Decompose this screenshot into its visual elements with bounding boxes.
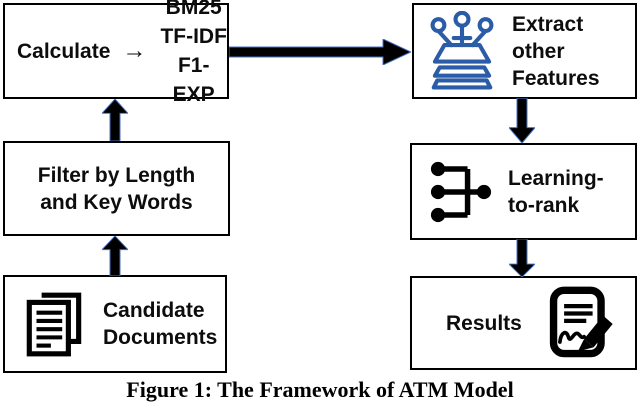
metric-f1exp: F1-EXP [172, 54, 215, 106]
filter-label: Filter by Length and Key Words [37, 163, 196, 214]
box-learning-to-rank: Learning- to-rank [410, 143, 637, 240]
candidate-label: Candidate Documents [103, 299, 218, 349]
arrow-calculate-to-extract [229, 39, 411, 65]
arrow-filter-to-calculate [102, 99, 128, 141]
extract-label: Extract other Features [512, 12, 600, 90]
feature-layers-icon [430, 11, 494, 90]
right-arrow-glyph: → [122, 37, 147, 64]
ltr-label: Learning- to-rank [508, 166, 604, 217]
calculate-label: Calculate [17, 39, 111, 63]
box-results: Results [410, 276, 637, 370]
arrow-candidate-to-filter [102, 236, 128, 276]
documents-icon [26, 292, 82, 357]
box-candidate-documents: Candidate Documents [3, 275, 227, 373]
metric-bm25: BM25 [165, 0, 222, 19]
figure-caption: Figure 1: The Framework of ATM Model [126, 377, 514, 402]
box-filter: Filter by Length and Key Words [3, 141, 230, 236]
arrow-ltr-to-results [509, 239, 535, 277]
results-label: Results [446, 311, 522, 335]
metric-tfidf: TF-IDF [160, 25, 227, 48]
box-calculate: Calculate → BM25 TF-IDF F1-EXP [3, 0, 229, 106]
metric-list: BM25 TF-IDF F1-EXP [160, 0, 227, 109]
rank-tree-icon [430, 161, 492, 222]
signed-document-icon [549, 286, 613, 358]
box-extract-features: Extract other Features [412, 3, 637, 99]
arrow-extract-to-ltr [509, 98, 535, 143]
